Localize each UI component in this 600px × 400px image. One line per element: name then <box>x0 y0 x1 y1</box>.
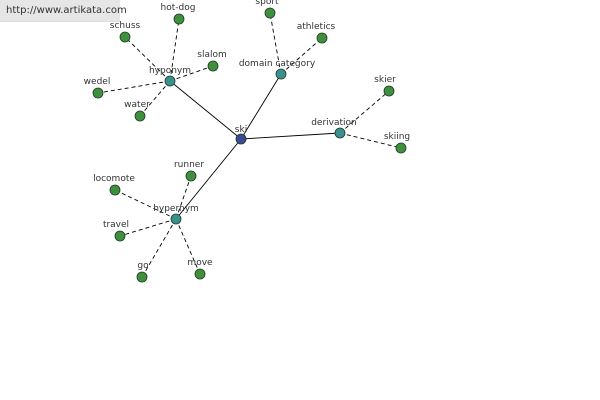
leaf-node-skiing[interactable]: skiing <box>384 132 410 154</box>
edge-ski-hyponym <box>169 80 242 140</box>
category-node-domain-category[interactable]: domain category <box>239 59 316 80</box>
leaf-node-label: athletics <box>297 22 336 32</box>
edge-domain-category-sport <box>269 12 282 75</box>
category-node-label: domain category <box>239 59 316 69</box>
nodes-layer: schuss hot-dog slalom wedel water sport athlet… <box>84 0 410 283</box>
site-url[interactable]: http://www.artikata.com <box>0 0 127 22</box>
root-node-label: ski <box>235 125 247 135</box>
leaf-node-dot[interactable] <box>136 271 148 283</box>
leaf-node-label: water <box>124 100 150 110</box>
leaf-node-dot[interactable] <box>173 13 185 25</box>
leaf-node-label: slalom <box>197 50 226 60</box>
category-node-dot[interactable] <box>164 75 176 87</box>
edge-hyponym-wedel <box>97 80 171 94</box>
leaf-node-dot[interactable] <box>264 7 276 19</box>
leaf-node-label: runner <box>174 160 204 170</box>
edge-domain-category-athletics <box>280 37 323 75</box>
edge-derivation-skier <box>339 90 390 134</box>
edge-hypernym-travel <box>119 218 177 237</box>
leaf-node-label: travel <box>103 220 129 230</box>
leaf-node-slalom[interactable]: slalom <box>197 50 227 72</box>
leaf-node-travel[interactable]: travel <box>103 220 129 242</box>
leaf-node-go[interactable]: go <box>136 261 149 283</box>
leaf-node-schuss[interactable]: schuss <box>110 21 141 43</box>
leaf-node-athletics[interactable]: athletics <box>297 22 336 44</box>
category-node-dot[interactable] <box>170 213 182 225</box>
leaf-node-water[interactable]: water <box>124 100 150 122</box>
leaf-node-label: skier <box>374 75 396 85</box>
edge-hyponym-hot-dog <box>169 18 180 82</box>
root-node-dot[interactable] <box>235 133 247 145</box>
category-node-dot[interactable] <box>275 68 287 80</box>
edge-hypernym-runner <box>175 175 192 220</box>
edge-ski-domain-category <box>240 73 282 140</box>
leaf-node-dot[interactable] <box>92 87 104 99</box>
leaf-node-dot[interactable] <box>114 230 126 242</box>
category-node-hyponym[interactable]: hyponym <box>149 66 191 87</box>
leaf-node-dot[interactable] <box>395 142 407 154</box>
edge-hyponym-water <box>139 80 171 117</box>
leaf-node-label: go <box>137 261 149 271</box>
category-node-dot[interactable] <box>334 127 346 139</box>
edge-ski-hypernym <box>175 138 242 220</box>
leaf-node-dot[interactable] <box>109 184 121 196</box>
leaf-node-wedel[interactable]: wedel <box>84 77 111 99</box>
edges-layer <box>97 12 402 278</box>
edge-hypernym-move <box>175 218 201 275</box>
leaf-node-dot[interactable] <box>207 60 219 72</box>
leaf-node-skier[interactable]: skier <box>374 75 396 97</box>
leaf-node-hot-dog[interactable]: hot-dog <box>161 3 196 25</box>
leaf-node-dot[interactable] <box>316 32 328 44</box>
category-node-label: derivation <box>311 118 357 128</box>
leaf-node-move[interactable]: move <box>187 258 213 280</box>
leaf-node-label: sport <box>255 0 279 7</box>
leaf-node-dot[interactable] <box>194 268 206 280</box>
edge-hyponym-schuss <box>124 36 171 82</box>
leaf-node-dot[interactable] <box>383 85 395 97</box>
edge-hypernym-go <box>141 218 177 278</box>
leaf-node-dot[interactable] <box>185 170 197 182</box>
leaf-node-label: wedel <box>84 77 111 87</box>
leaf-node-label: locomote <box>93 174 135 184</box>
category-node-derivation[interactable]: derivation <box>311 118 357 139</box>
leaf-node-label: move <box>187 258 213 268</box>
edge-derivation-skiing <box>339 132 402 149</box>
leaf-node-label: skiing <box>384 132 410 142</box>
edge-ski-derivation <box>240 132 341 140</box>
leaf-node-label: schuss <box>110 21 141 31</box>
edge-hyponym-slalom <box>169 65 214 82</box>
leaf-node-locomote[interactable]: locomote <box>93 174 135 196</box>
leaf-node-dot[interactable] <box>119 31 131 43</box>
edge-hypernym-locomote <box>114 189 177 220</box>
root-node-ski[interactable]: ski <box>235 125 247 145</box>
category-node-label: hyponym <box>149 66 191 76</box>
leaf-node-runner[interactable]: runner <box>174 160 204 182</box>
leaf-node-sport[interactable]: sport <box>255 0 279 19</box>
category-node-hypernym[interactable]: hypernym <box>153 204 199 225</box>
category-node-label: hypernym <box>153 204 199 214</box>
leaf-node-label: hot-dog <box>161 3 196 13</box>
leaf-node-dot[interactable] <box>134 110 146 122</box>
